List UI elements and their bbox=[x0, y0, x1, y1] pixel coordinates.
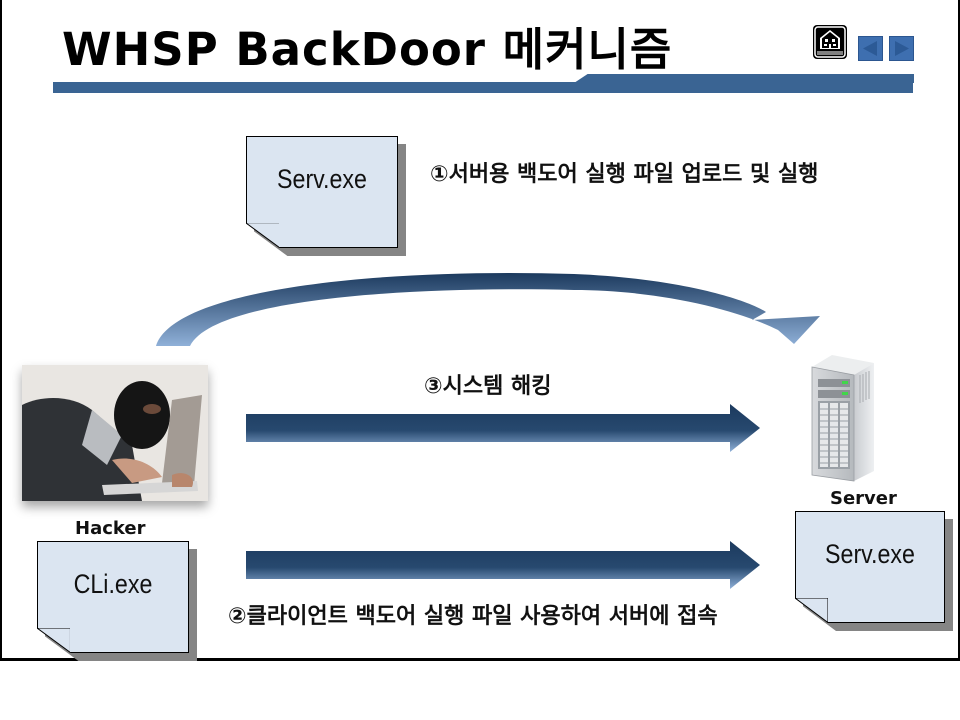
serv-exe-file-server: Serv.exe bbox=[795, 511, 953, 631]
arrow-system-hacking bbox=[246, 404, 760, 452]
title-underline-step bbox=[574, 74, 914, 83]
previous-slide-button[interactable] bbox=[858, 36, 883, 61]
hacker-photo bbox=[22, 365, 208, 501]
file-name: Serv.exe bbox=[277, 164, 367, 195]
step-2-label: ②클라이언트 백도어 실행 파일 사용하여 서버에 접속 bbox=[228, 604, 718, 629]
hacker-caption: Hacker bbox=[75, 518, 146, 539]
slide-title: WHSP BackDoor 메커니즘 bbox=[62, 23, 673, 76]
server-caption: Server bbox=[830, 488, 897, 509]
cli-exe-file: CLi.exe bbox=[37, 541, 197, 661]
house-icon[interactable] bbox=[813, 25, 847, 59]
serv-exe-file-top: Serv.exe bbox=[246, 136, 406, 256]
page-fold-icon bbox=[246, 223, 280, 248]
file-name: Serv.exe bbox=[825, 539, 915, 570]
arrow-client-connect bbox=[246, 541, 760, 589]
triangle-left-icon bbox=[863, 41, 877, 56]
page-fold-icon bbox=[795, 598, 828, 623]
page-fold-icon bbox=[37, 628, 71, 653]
title-underline bbox=[53, 82, 913, 93]
server-icon bbox=[811, 355, 874, 482]
file-name: CLi.exe bbox=[73, 569, 153, 600]
triangle-right-icon bbox=[895, 41, 909, 56]
curved-arrow-upload bbox=[156, 272, 820, 346]
step-1-label: ①서버용 백도어 실행 파일 업로드 및 실행 bbox=[430, 162, 819, 187]
next-slide-button[interactable] bbox=[889, 36, 914, 61]
step-3-label: ③시스템 해킹 bbox=[424, 374, 552, 399]
